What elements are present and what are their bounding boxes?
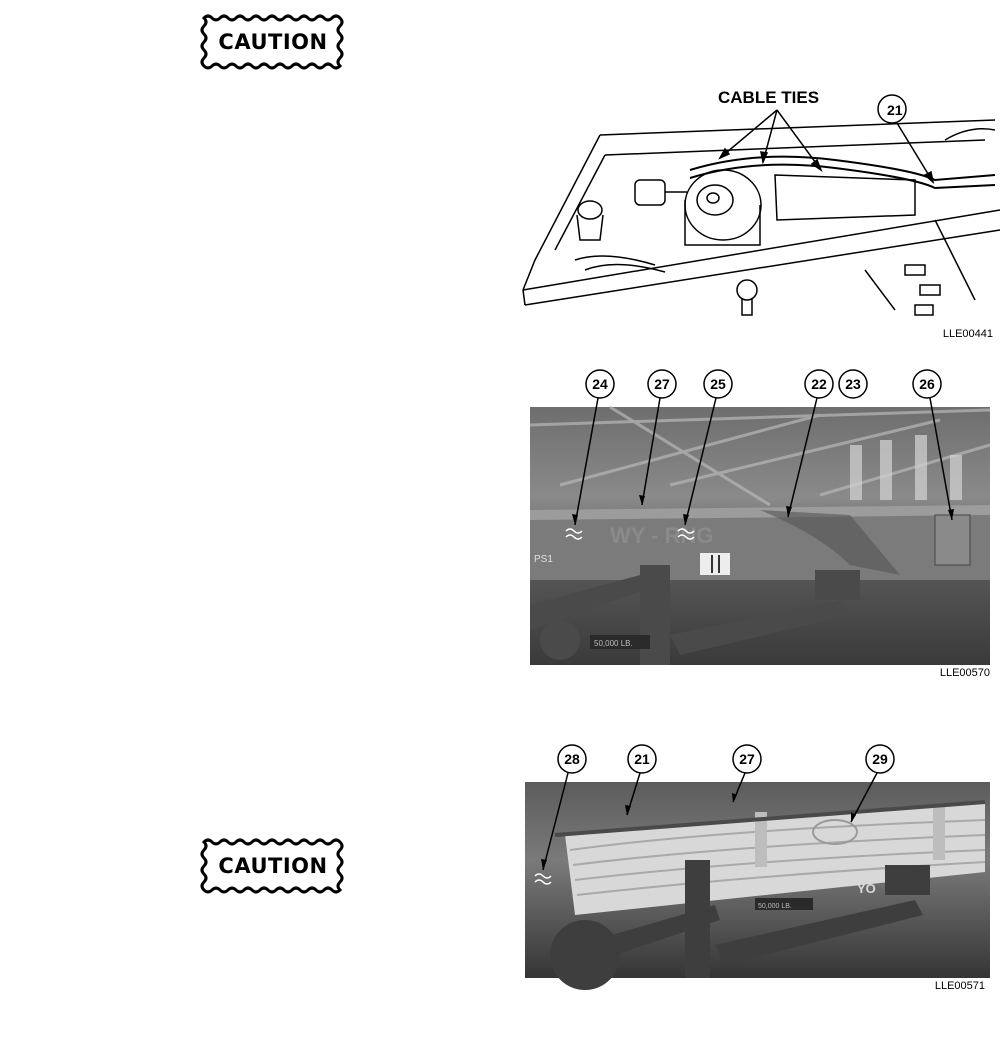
svg-text:WY - RNG: WY - RNG	[610, 523, 713, 548]
caution-label: CAUTION	[218, 854, 328, 878]
callout-29: 29	[872, 751, 888, 767]
marking-yo: YO	[857, 881, 876, 896]
frame-drawing: 21	[522, 94, 1001, 316]
marking-capacity: 50,000 LB.	[758, 903, 792, 910]
caution-banner-bottom: CAUTION	[198, 836, 348, 896]
callout-24: 24	[592, 376, 608, 392]
callout-23: 23	[845, 376, 861, 392]
figure-frame-photo-1: WY - RNG PS1 50,000 LB. 24 27 25	[520, 365, 1000, 685]
callout-28: 28	[564, 751, 580, 767]
figure-cable-ties: CABLE TIES	[515, 80, 1005, 345]
callout-25: 25	[710, 376, 726, 392]
marking-capacity: 50,000 LB.	[594, 639, 633, 648]
callouts-overlay: YO 50,000 LB. 28 21 27 29	[525, 744, 990, 990]
callouts-overlay: WY - RNG PS1 50,000 LB. 24 27 25	[529, 369, 991, 665]
wavy-border	[200, 14, 344, 70]
figure-id: LLE00570	[939, 667, 990, 679]
callout-26: 26	[919, 376, 935, 392]
marking-ps1: PS1	[534, 554, 553, 565]
figure-id: LLE00441	[942, 328, 993, 340]
callout-21: 21	[634, 751, 650, 767]
wavy-border	[200, 838, 344, 894]
cable-ties-label: CABLE TIES	[718, 88, 820, 107]
callout-27: 27	[739, 751, 755, 767]
callout-number: 21	[887, 102, 903, 118]
figure-frame-photo-2: YO 50,000 LB. 28 21 27 29	[515, 740, 1000, 1000]
caution-banner-top: CAUTION	[198, 12, 348, 72]
callout-27: 27	[654, 376, 670, 392]
figure-id: LLE00571	[934, 980, 985, 992]
callout-22: 22	[811, 376, 827, 392]
caution-label: CAUTION	[218, 30, 328, 54]
